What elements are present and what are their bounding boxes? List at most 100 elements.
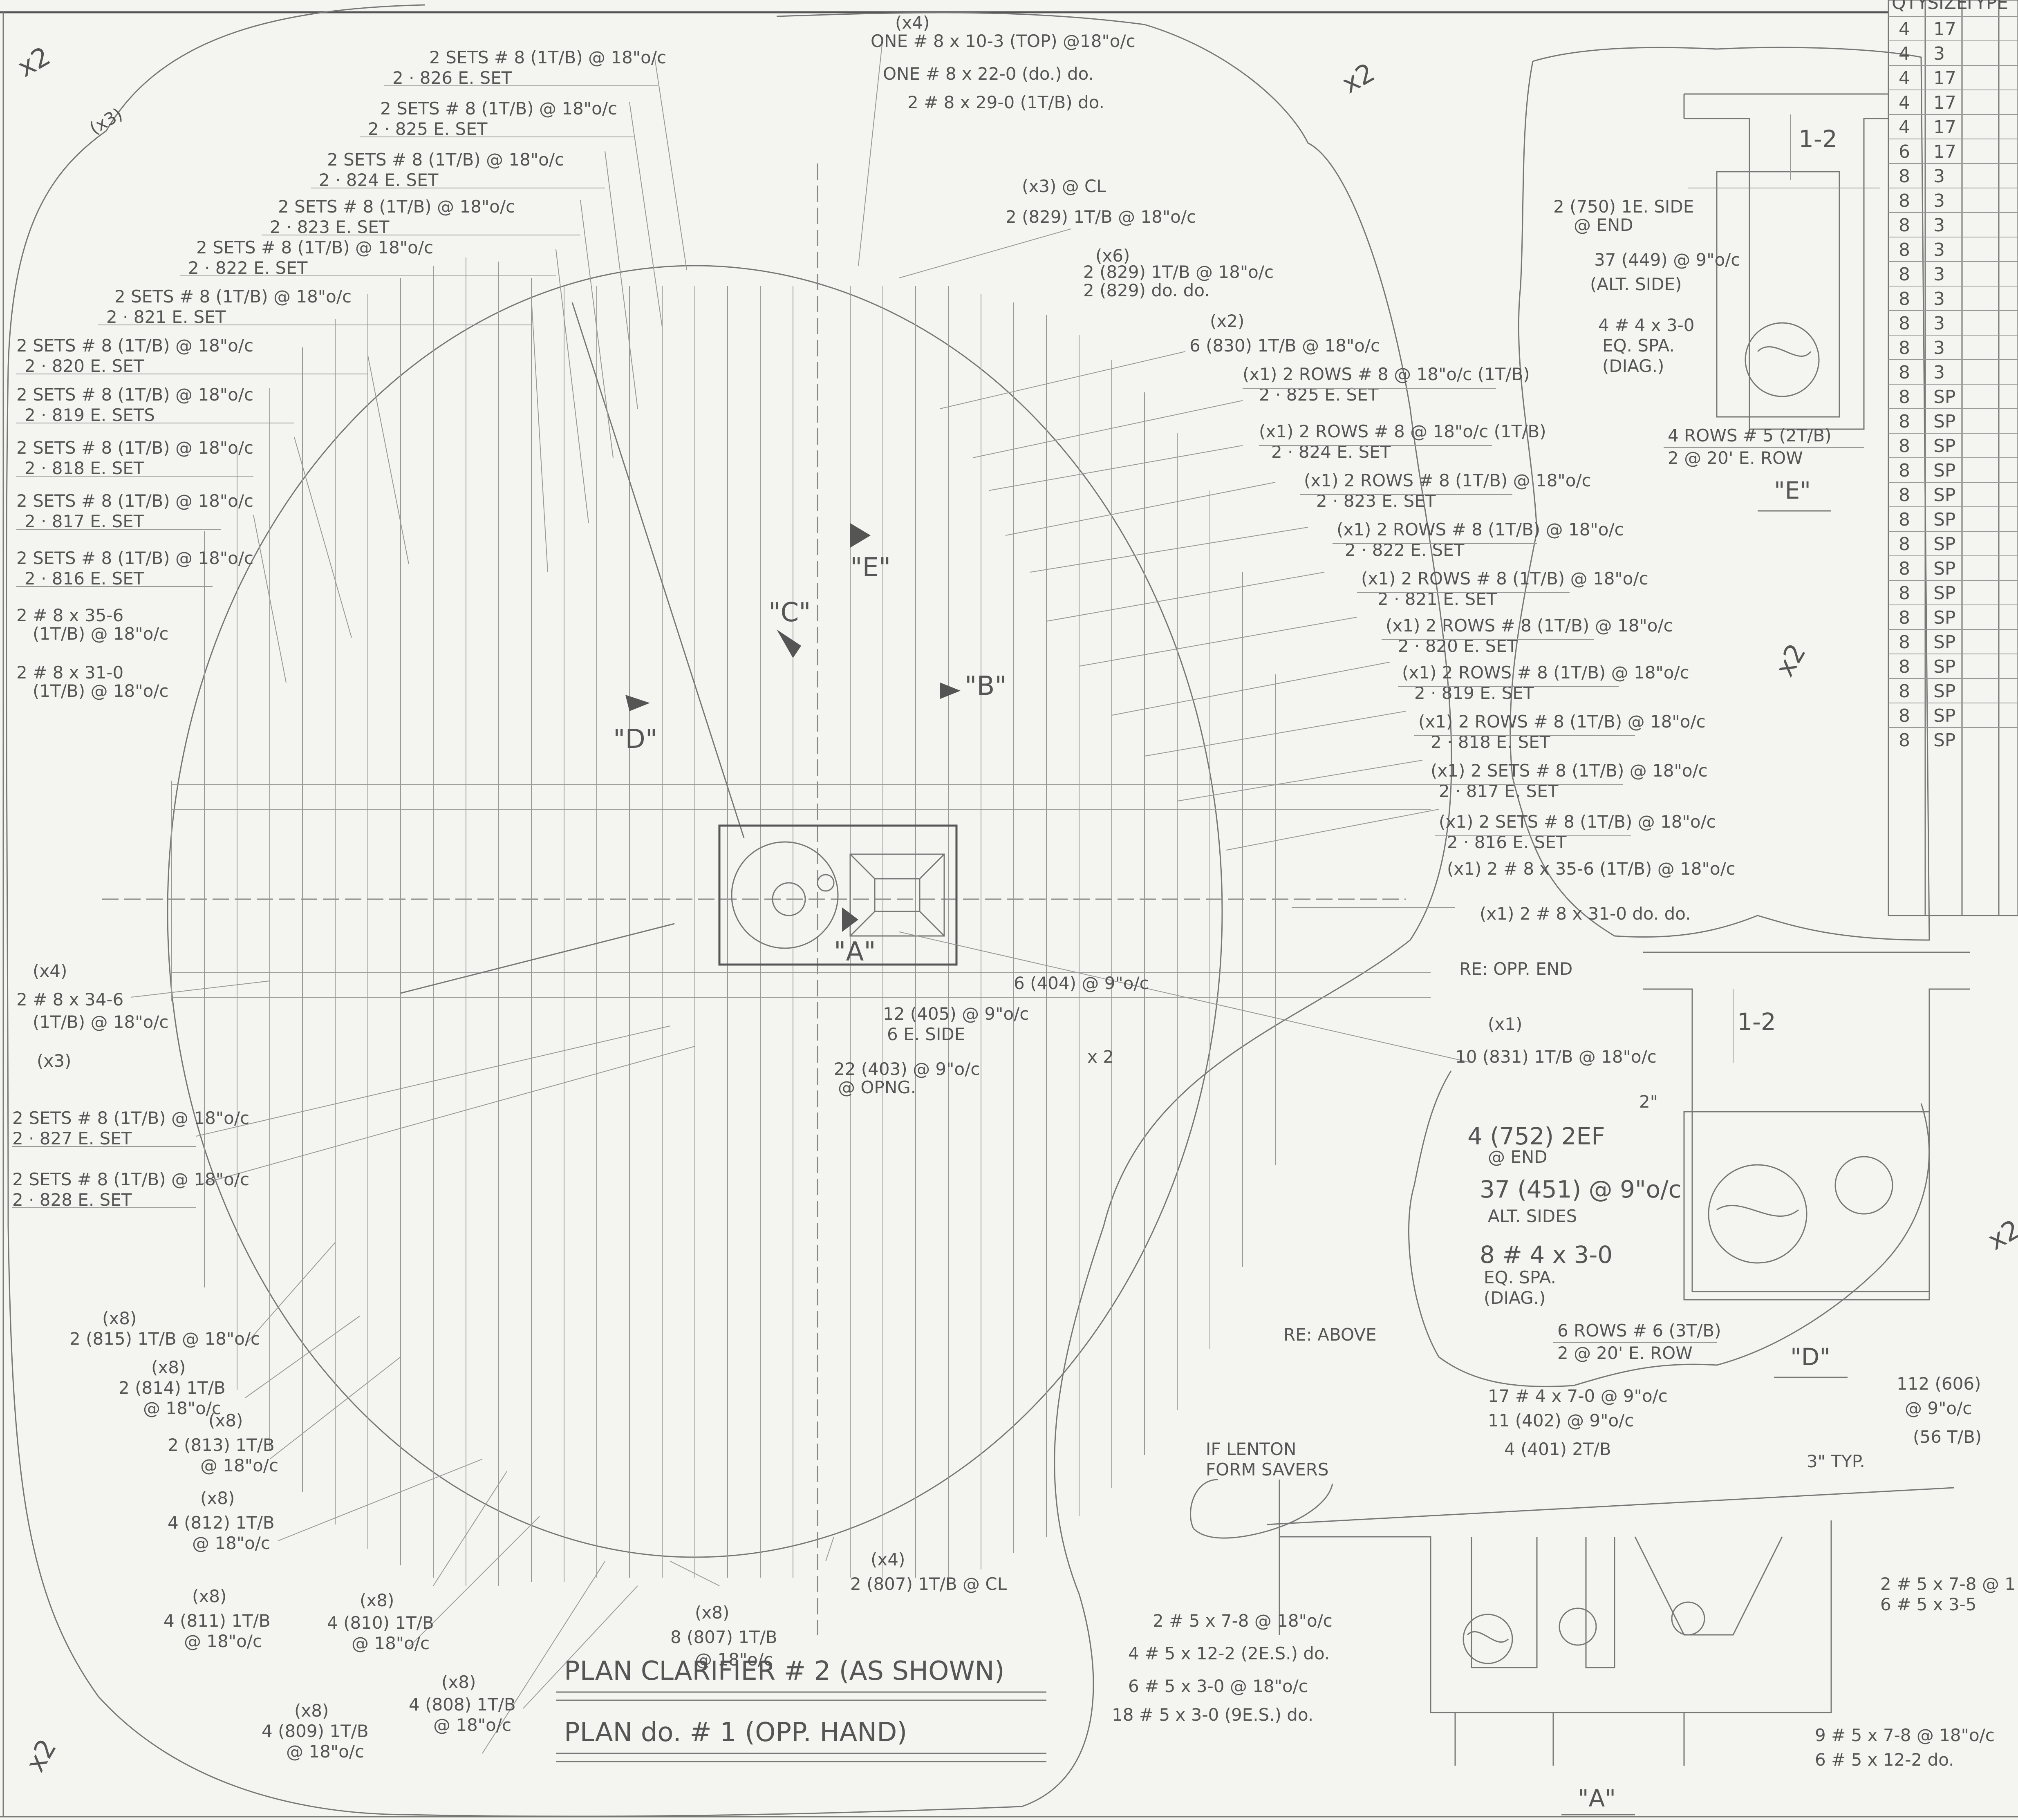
section-d-callout: 4 (752) 2EF [1467, 1122, 1605, 1150]
revision-mark: x 2 [1087, 1047, 1114, 1067]
schedule-qty: 8 [1899, 558, 1910, 579]
schedule-qty: 8 [1899, 313, 1910, 334]
left-callout: 2 · 826 E. SET [392, 68, 512, 88]
cut-label-a: "A" [834, 937, 876, 967]
schedule-size: 17 [1933, 141, 1956, 162]
schedule-qty: 8 [1899, 583, 1910, 604]
bottom-callout: 2 (807) 1T/B @ CL [850, 1574, 1007, 1594]
opening-callout: 6 (404) @ 9"o/c [1014, 973, 1149, 993]
schedule-size: 3 [1933, 215, 1945, 236]
right-callout: 2 · 817 E. SET [1439, 781, 1559, 801]
schedule-qty: 8 [1899, 485, 1910, 506]
right-callout: (x1) 2 ROWS # 8 (1T/B) @ 18"o/c [1402, 663, 1689, 683]
top-callout-qty: (x4) [895, 13, 929, 33]
section-e-callout: 37 (449) @ 9"o/c [1594, 250, 1740, 270]
schedule-qty: 8 [1899, 436, 1910, 457]
left-callout: 2 SETS # 8 (1T/B) @ 18"o/c [16, 336, 253, 356]
section-e: 1-2 2 (750) 1E. SIDE @ END 37 (449) @ 9"… [1553, 93, 1888, 512]
cut-label-e: "E" [850, 553, 891, 583]
left-callout: 2 SETS # 8 (1T/B) @ 18"o/c [196, 237, 433, 257]
right-callout: 2 · 819 E. SET [1414, 683, 1534, 703]
left-callout: 2 SETS # 8 (1T/B) @ 18"o/c [114, 287, 352, 307]
schedule-size: 3 [1933, 313, 1945, 334]
bottom-callout: (x8) [192, 1586, 226, 1606]
schedule-qty: 8 [1899, 607, 1910, 628]
bottom-callout: 4 (812) 1T/B [168, 1513, 275, 1533]
section-a-callout: 9 # 5 x 7-8 @ 18"o/c [1815, 1725, 1995, 1745]
left-callout: 2 · 822 E. SET [188, 258, 308, 278]
schedule-size: 17 [1933, 19, 1956, 40]
schedule-size: SP [1933, 632, 1955, 653]
left-callout: 2 SETS # 8 (1T/B) @ 18"o/c [16, 548, 253, 568]
section-e-callout: (DIAG.) [1602, 356, 1664, 376]
section-e-callout: (ALT. SIDE) [1590, 274, 1682, 294]
bottom-callout: 4 (810) 1T/B [327, 1613, 434, 1633]
left-misc: (1T/B) @ 18"o/c [33, 1012, 169, 1032]
bottom-callout: 2 (814) 1T/B [119, 1378, 226, 1398]
schedule-qty: 8 [1899, 656, 1910, 677]
section-a-callout: 6 # 5 x 12-2 do. [1815, 1750, 1954, 1770]
re-opp-end-note: RE: OPP. END [1459, 959, 1572, 979]
section-e-callout: @ END [1574, 215, 1633, 235]
schedule-qty: 8 [1899, 362, 1910, 383]
left-callout: 2 · 824 E. SET [319, 170, 439, 190]
left-misc: 2 SETS # 8 (1T/B) @ 18"o/c [12, 1169, 249, 1189]
bottom-callout: (x8) [102, 1308, 137, 1328]
section-e-title: "E" [1774, 477, 1811, 504]
schedule-size: SP [1933, 460, 1955, 481]
schedule-qty: 8 [1899, 632, 1910, 653]
left-callout: 2 · 820 E. SET [25, 356, 144, 376]
right-callout: (x1) 2 ROWS # 8 (1T/B) @ 18"o/c [1361, 569, 1648, 589]
opening-callout: 12 (405) @ 9"o/c [883, 1004, 1029, 1024]
schedule-size: 3 [1933, 240, 1945, 260]
schedule-header: TYPE [1964, 0, 2008, 13]
right-callout: (x1) 2 ROWS # 8 @ 18"o/c (1T/B) [1243, 364, 1530, 384]
section-e-callout: 4 ROWS # 5 (2T/B) [1668, 425, 1832, 445]
clarifier-plan [102, 36, 1472, 1754]
bottom-callout: (x8) [360, 1590, 394, 1610]
left-callout: 2 SETS # 8 (1T/B) @ 18"o/c [16, 438, 253, 458]
right-callout: 2 · 823 E. SET [1316, 491, 1436, 511]
right-callout: 2 · 820 E. SET [1398, 636, 1518, 656]
opening-callout: 6 E. SIDE [887, 1024, 965, 1044]
left-misc: 2 · 828 E. SET [12, 1190, 132, 1210]
schedule-qty: 8 [1899, 705, 1910, 726]
left-misc: (x4) [33, 961, 67, 981]
rebar-grid [204, 257, 1276, 1586]
right-callout: (x1) 2 ROWS # 8 (1T/B) @ 18"o/c [1386, 616, 1673, 636]
cut-label-c: "C" [768, 598, 811, 628]
schedule-qty: 4 [1899, 19, 1910, 40]
bottom-callout: @ 18"o/c [433, 1715, 511, 1735]
cut-label-b: "B" [965, 671, 1007, 701]
bottom-callout: (x8) [294, 1701, 329, 1721]
schedule-qty: 4 [1899, 68, 1910, 89]
bottom-callout: (x8) [151, 1357, 186, 1377]
schedule-size: 3 [1933, 190, 1945, 211]
schedule-header: SIZE [1927, 0, 1968, 13]
section-d-title: "D" [1790, 1343, 1830, 1371]
bottom-callout: (x8) [200, 1488, 235, 1508]
right-callout: 2 · 824 E. SET [1271, 442, 1391, 462]
opening-callout: @ OPNG. [838, 1077, 916, 1097]
section-a-title: "A" [1578, 1784, 1616, 1812]
right-top-callout: (x2) [1210, 311, 1244, 331]
schedule-size: SP [1933, 607, 1955, 628]
right-callout: 2 · 816 E. SET [1447, 832, 1567, 852]
bottom-callout: (x8) [695, 1603, 729, 1623]
right-misc: (x1) 2 # 8 x 31-0 do. do. [1480, 904, 1691, 924]
schedule-size: 3 [1933, 43, 1945, 64]
schedule-qty: 8 [1899, 190, 1910, 211]
right-callout: (x1) 2 SETS # 8 (1T/B) @ 18"o/c [1439, 812, 1716, 832]
left-callout: 2 SETS # 8 (1T/B) @ 18"o/c [429, 47, 666, 67]
left-callout: 2 SETS # 8 (1T/B) @ 18"o/c [327, 150, 564, 170]
center-opening [718, 824, 958, 966]
bottom-callout: @ 18"o/c [695, 1650, 773, 1670]
bottom-callout: @ 18"o/c [352, 1633, 430, 1653]
section-a-callout: 18 # 5 x 3-0 (9E.S.) do. [1112, 1705, 1313, 1725]
section-d-marker [625, 695, 650, 711]
right-callout: (x1) 2 ROWS # 8 (1T/B) @ 18"o/c [1304, 470, 1591, 490]
revision-mark: (x3) [86, 104, 126, 139]
section-a-callout: 112 (606) [1897, 1374, 1981, 1394]
schedule-size: SP [1933, 485, 1955, 506]
